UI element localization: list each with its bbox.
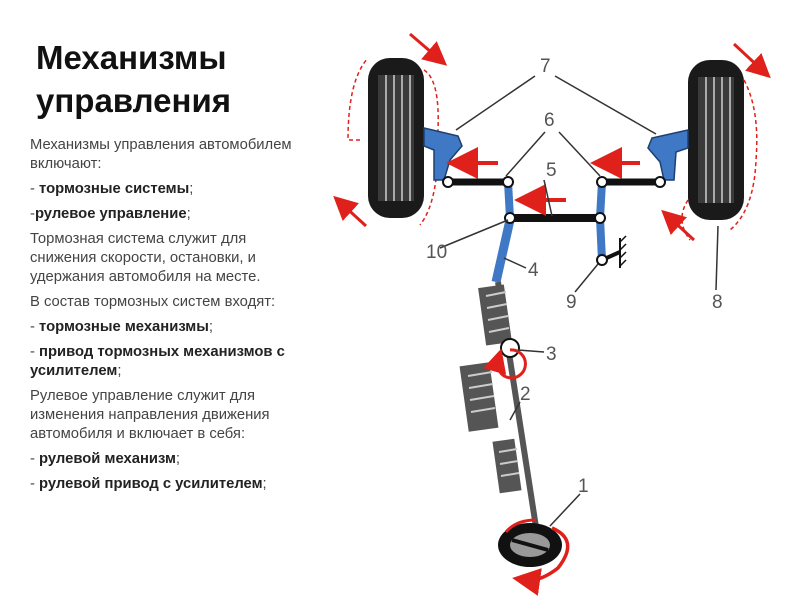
label-9: 9 xyxy=(566,292,577,313)
label-7: 7 xyxy=(540,56,551,77)
paragraph: В состав тормозных систем входят: xyxy=(30,294,276,310)
paragraph: - рулевой механизм; xyxy=(30,451,181,467)
steering-column xyxy=(459,281,541,541)
label-5: 5 xyxy=(546,160,557,181)
steering-wheel xyxy=(498,518,570,596)
right-knuckle xyxy=(647,129,689,181)
steering-diagram: 7 6 5 10 4 9 8 3 2 1 xyxy=(333,32,771,596)
label-4: 4 xyxy=(528,260,539,281)
paragraph: Механизмы управления автомобилем включаю… xyxy=(30,137,292,172)
label-10: 10 xyxy=(426,242,447,263)
paragraph: - тормозные системы; xyxy=(30,181,194,197)
paragraph: -рулевое управление; xyxy=(30,206,191,222)
paragraph: Тормозная система служит для снижения ск… xyxy=(30,231,261,285)
pitman-arm-4 xyxy=(491,219,515,283)
text-column: Механизмы управления автомобилем включаю… xyxy=(30,136,315,500)
paragraph: - тормозные механизмы; xyxy=(30,319,214,335)
label-1: 1 xyxy=(578,476,589,497)
slide-title: Механизмы управления xyxy=(36,39,232,119)
paragraph: - привод тормозных механизмов с усилител… xyxy=(30,344,285,379)
label-6: 6 xyxy=(544,110,555,131)
paragraph: - рулевой привод с усилителем; xyxy=(30,476,267,492)
label-8: 8 xyxy=(712,292,723,313)
label-3: 3 xyxy=(546,344,557,365)
label-2: 2 xyxy=(520,384,531,405)
right-wheel xyxy=(681,60,758,241)
left-wheel xyxy=(347,57,439,226)
paragraph: Рулевое управление служит для изменения … xyxy=(30,388,270,442)
left-knuckle xyxy=(423,127,463,181)
